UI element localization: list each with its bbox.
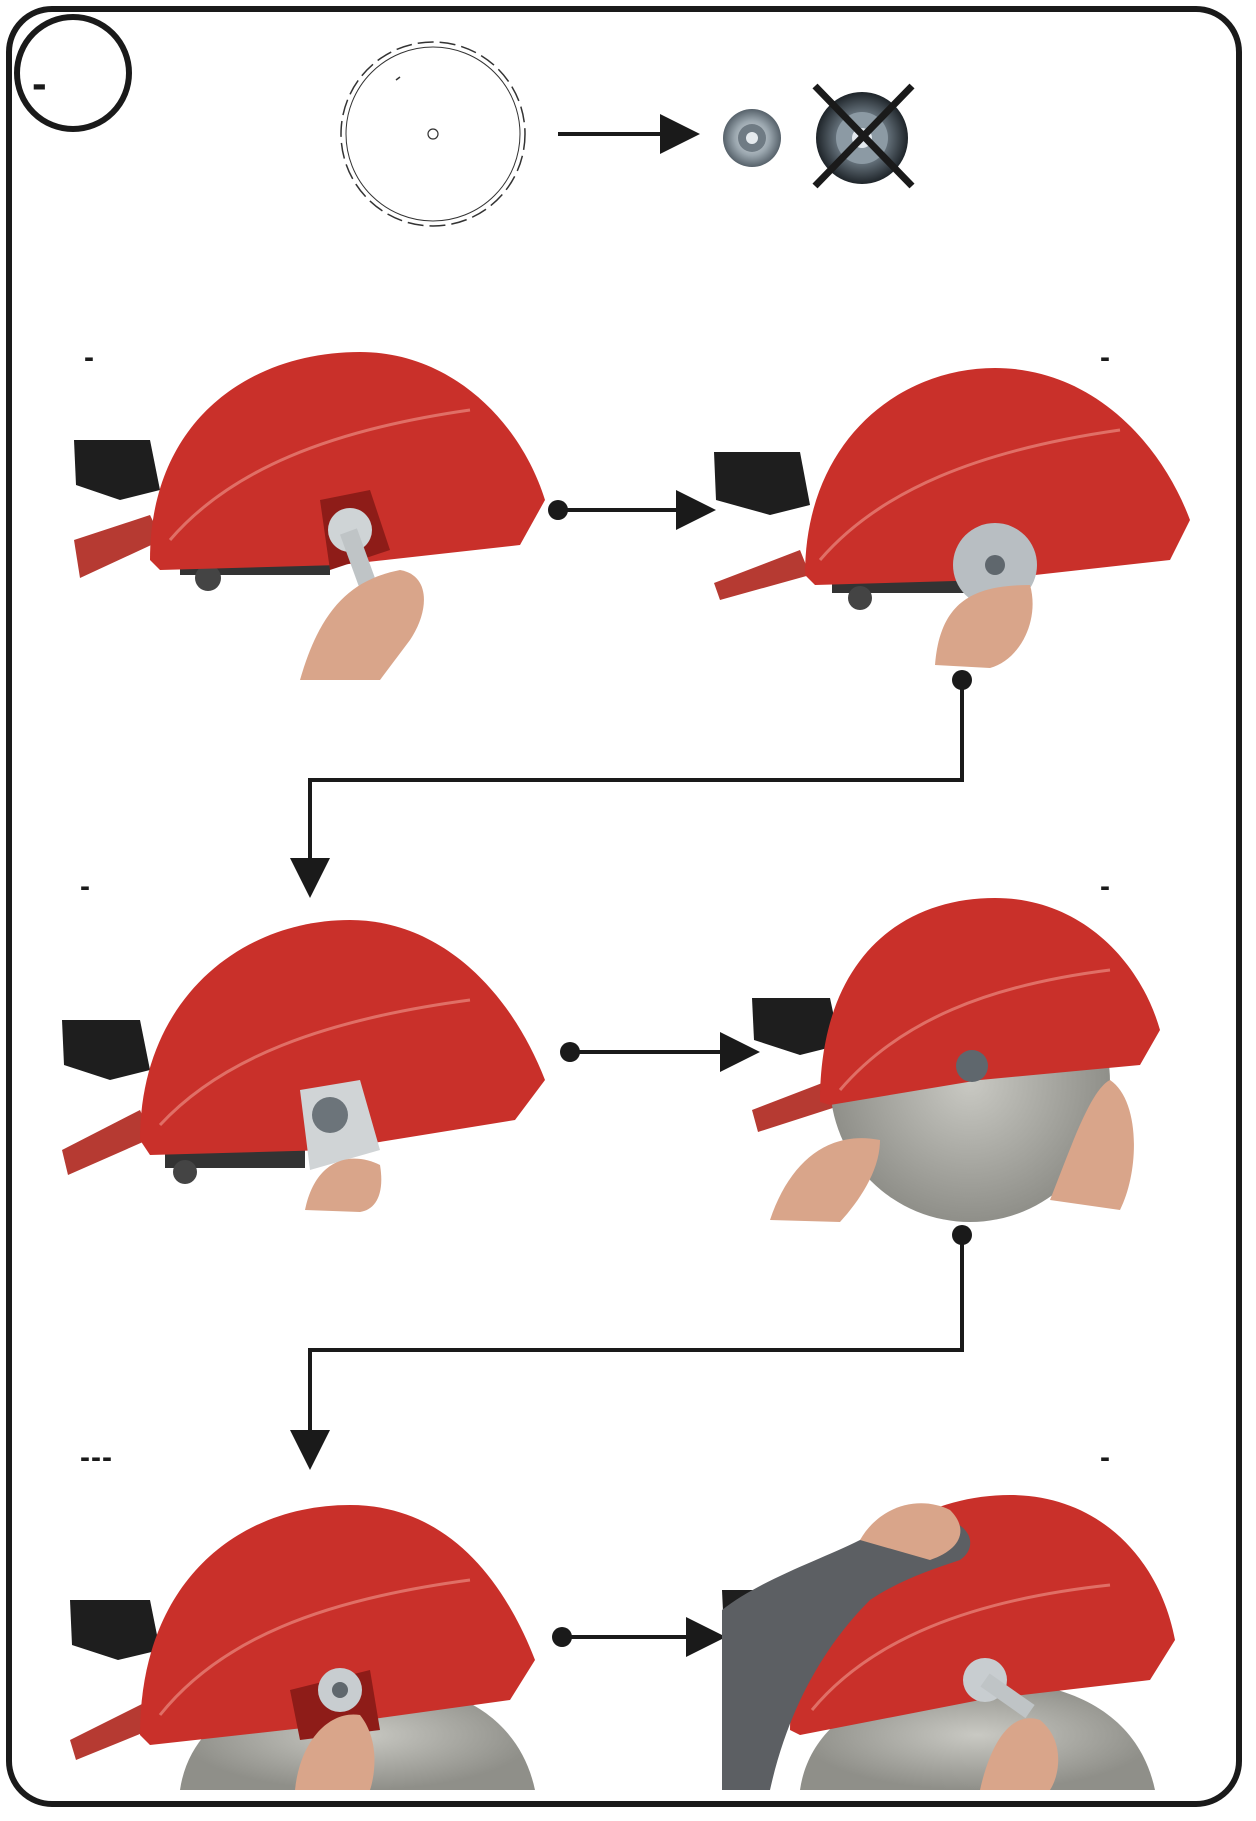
photo-top-right: [714, 368, 1190, 668]
connector-1: [310, 680, 962, 890]
connector-2: [310, 1235, 962, 1462]
photo-mid-right: [752, 898, 1160, 1222]
arrow-3-start-dot: [552, 1627, 572, 1647]
photo-bottom-left: [70, 1505, 535, 1790]
photo-mid-left: [62, 920, 545, 1212]
crossed-flange-icon: [815, 86, 912, 186]
photo-bottom-right: [722, 1495, 1175, 1790]
photo-top-left: [74, 352, 545, 680]
flange-icon: [723, 109, 781, 167]
arrow-2-start-dot: [560, 1042, 580, 1062]
blade-outline-icon: [341, 42, 525, 226]
arrow-1-start-dot: [548, 500, 568, 520]
